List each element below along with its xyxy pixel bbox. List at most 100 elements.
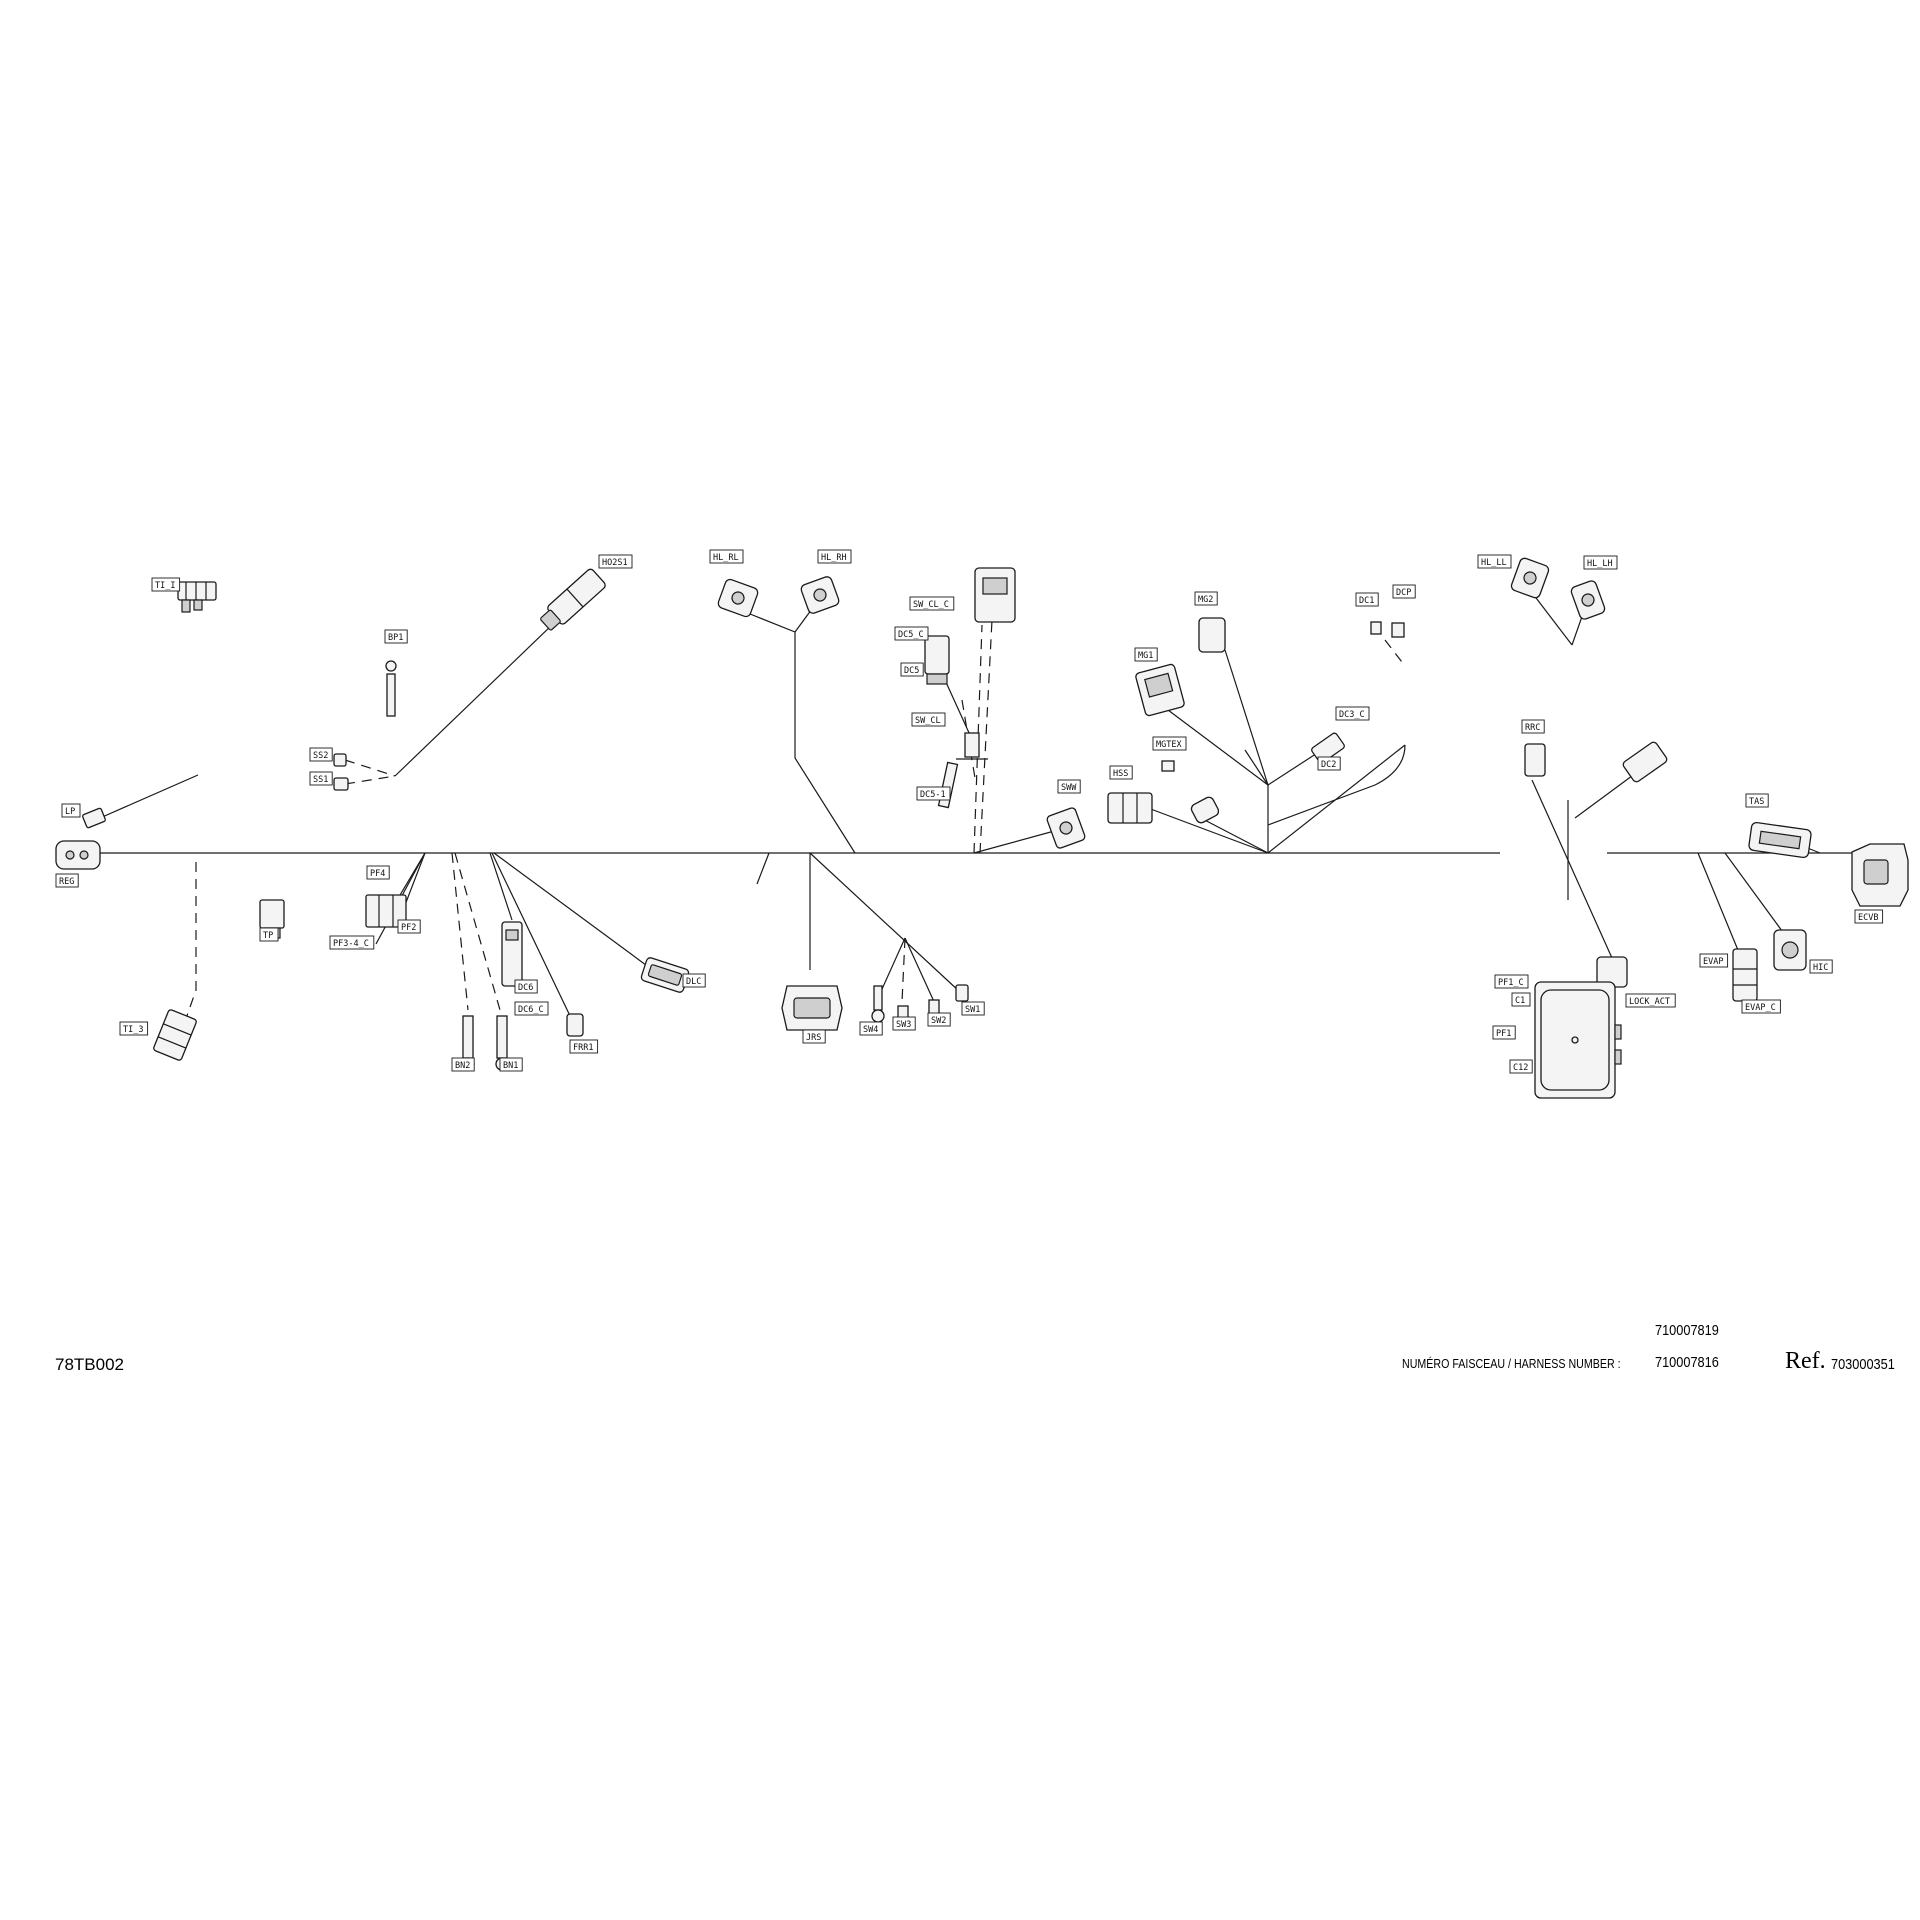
connector-mgtex[interactable] — [1161, 760, 1175, 772]
label-tag: PF2 — [397, 919, 421, 934]
connector-hss[interactable] — [1107, 792, 1153, 824]
label-tag: SW1 — [961, 1001, 985, 1016]
label-tag: SW3 — [892, 1016, 916, 1031]
connector-dc1[interactable] — [1370, 621, 1382, 635]
connector-dc5-1[interactable] — [937, 761, 959, 809]
connector-sw4[interactable] — [871, 985, 885, 1023]
label-tag: PF1 — [1492, 1025, 1516, 1040]
connector-sw1[interactable] — [955, 984, 969, 1002]
label-tag: LOCK_ACT — [1625, 993, 1676, 1008]
connector-label: C12 — [1513, 1063, 1528, 1073]
connector-sw-cl[interactable] — [956, 732, 988, 760]
connector-hl-rh[interactable] — [800, 575, 840, 614]
connector-hl-lh[interactable] — [1570, 580, 1606, 621]
label-tag: TI_I — [151, 577, 181, 592]
connector-label: MG2 — [1198, 595, 1213, 605]
label-tag: FRR1 — [569, 1039, 599, 1054]
ref-label: Ref. — [1785, 1348, 1826, 1374]
connector-label: TI_I — [155, 581, 175, 591]
connector-jrs[interactable] — [781, 985, 843, 1031]
label-tag: BN2 — [451, 1057, 475, 1072]
connector-label: DC6 — [518, 983, 533, 993]
connector-ti-i[interactable] — [177, 581, 217, 613]
label-tag: EVAP_C — [1741, 999, 1781, 1014]
connector-label: SS1 — [313, 775, 328, 785]
connector-ti-right[interactable] — [1622, 741, 1669, 784]
connector-label: DC5-1 — [920, 790, 946, 800]
harness-number-2: 710007816 — [1655, 1354, 1719, 1371]
connector-label: PF3-4_C — [333, 939, 369, 949]
label-tag: DC5_C — [894, 626, 929, 641]
label-tag: DCP — [1392, 584, 1416, 599]
connector-sww[interactable] — [1046, 807, 1086, 849]
connector-lp[interactable] — [82, 807, 106, 829]
connector-label: C1 — [1515, 996, 1525, 1006]
connector-dc5[interactable] — [924, 635, 950, 685]
connector-label: PF1_C — [1498, 978, 1524, 988]
connector-label: DC6_C — [518, 1005, 544, 1015]
connector-label: RRC — [1525, 723, 1540, 733]
connector-d[interactable] — [974, 567, 1016, 623]
connector-ss2[interactable] — [333, 753, 347, 767]
label-tag: HL_RH — [817, 549, 852, 564]
connector-label: LOCK_ACT — [1629, 997, 1670, 1007]
connector-label: BP1 — [388, 633, 403, 643]
harness-branches — [99, 589, 1821, 1031]
connector-hl-rl[interactable] — [717, 578, 759, 618]
connector-frr1[interactable] — [566, 1013, 584, 1037]
connector-ho2s1[interactable] — [537, 568, 607, 634]
connector-dc3-c[interactable] — [1311, 732, 1346, 764]
label-tag: TP — [259, 927, 279, 942]
label-tag: BN1 — [499, 1057, 523, 1072]
connector-label: MG1 — [1138, 651, 1153, 661]
label-tag: DC6_C — [514, 1001, 549, 1016]
connector-label: REG — [59, 877, 74, 887]
connector-reg[interactable] — [55, 840, 101, 870]
connector-label: BN2 — [455, 1061, 470, 1071]
connector-dlc[interactable] — [640, 957, 690, 993]
label-tag: SW2 — [927, 1012, 951, 1027]
connector-pf1-box[interactable] — [1534, 981, 1622, 1099]
connector-label: MGTEX — [1156, 740, 1182, 750]
connector-evap[interactable] — [1732, 948, 1758, 1002]
connector-label: DC1 — [1359, 596, 1374, 606]
connector-label: HO2S1 — [602, 558, 628, 568]
label-tag: HSS — [1109, 765, 1133, 780]
label-tag: SW_CL_C — [909, 596, 955, 611]
label-tag: PF4 — [366, 865, 390, 880]
connector-ss1[interactable] — [333, 777, 349, 791]
label-tag: HO2S1 — [598, 554, 633, 569]
label-tag: DC1 — [1355, 592, 1379, 607]
label-tag: LP — [61, 803, 81, 818]
connector-mg1[interactable] — [1135, 663, 1185, 717]
connector-label: DC5 — [904, 666, 919, 676]
connector-rrc[interactable] — [1524, 743, 1546, 777]
connector-dc6[interactable] — [501, 921, 523, 987]
label-tag: SWW — [1057, 779, 1081, 794]
connector-hl-ll[interactable] — [1510, 557, 1550, 599]
connector-hic[interactable] — [1773, 929, 1807, 971]
label-tag: EVAP — [1699, 953, 1729, 968]
label-tag: SW_CL — [911, 712, 946, 727]
connector-dcp[interactable] — [1391, 622, 1405, 638]
connector-ti-3[interactable] — [153, 1009, 197, 1061]
label-tag: JRS — [802, 1029, 826, 1044]
label-tag: RRC — [1521, 719, 1545, 734]
label-tag: SS2 — [309, 747, 333, 762]
connector-label: PF4 — [370, 869, 385, 879]
connector-label: PF2 — [401, 923, 416, 933]
label-tag: MG2 — [1194, 591, 1218, 606]
connector-ecvb[interactable] — [1851, 843, 1909, 907]
connector-label: DLC — [686, 977, 701, 987]
connector-label: DC3_C — [1339, 710, 1365, 720]
diagram-id: 78TB002 — [55, 1355, 124, 1374]
label-tag: TI_3 — [119, 1021, 149, 1036]
connector-pf4-pf2[interactable] — [365, 894, 407, 928]
connector-cap[interactable] — [1190, 796, 1221, 825]
connector-tas[interactable] — [1748, 821, 1812, 859]
label-tag: DC2 — [1317, 756, 1341, 771]
connector-bp1[interactable] — [385, 660, 397, 717]
connector-mg2[interactable] — [1198, 617, 1226, 653]
label-tag: ECVB — [1854, 909, 1884, 924]
